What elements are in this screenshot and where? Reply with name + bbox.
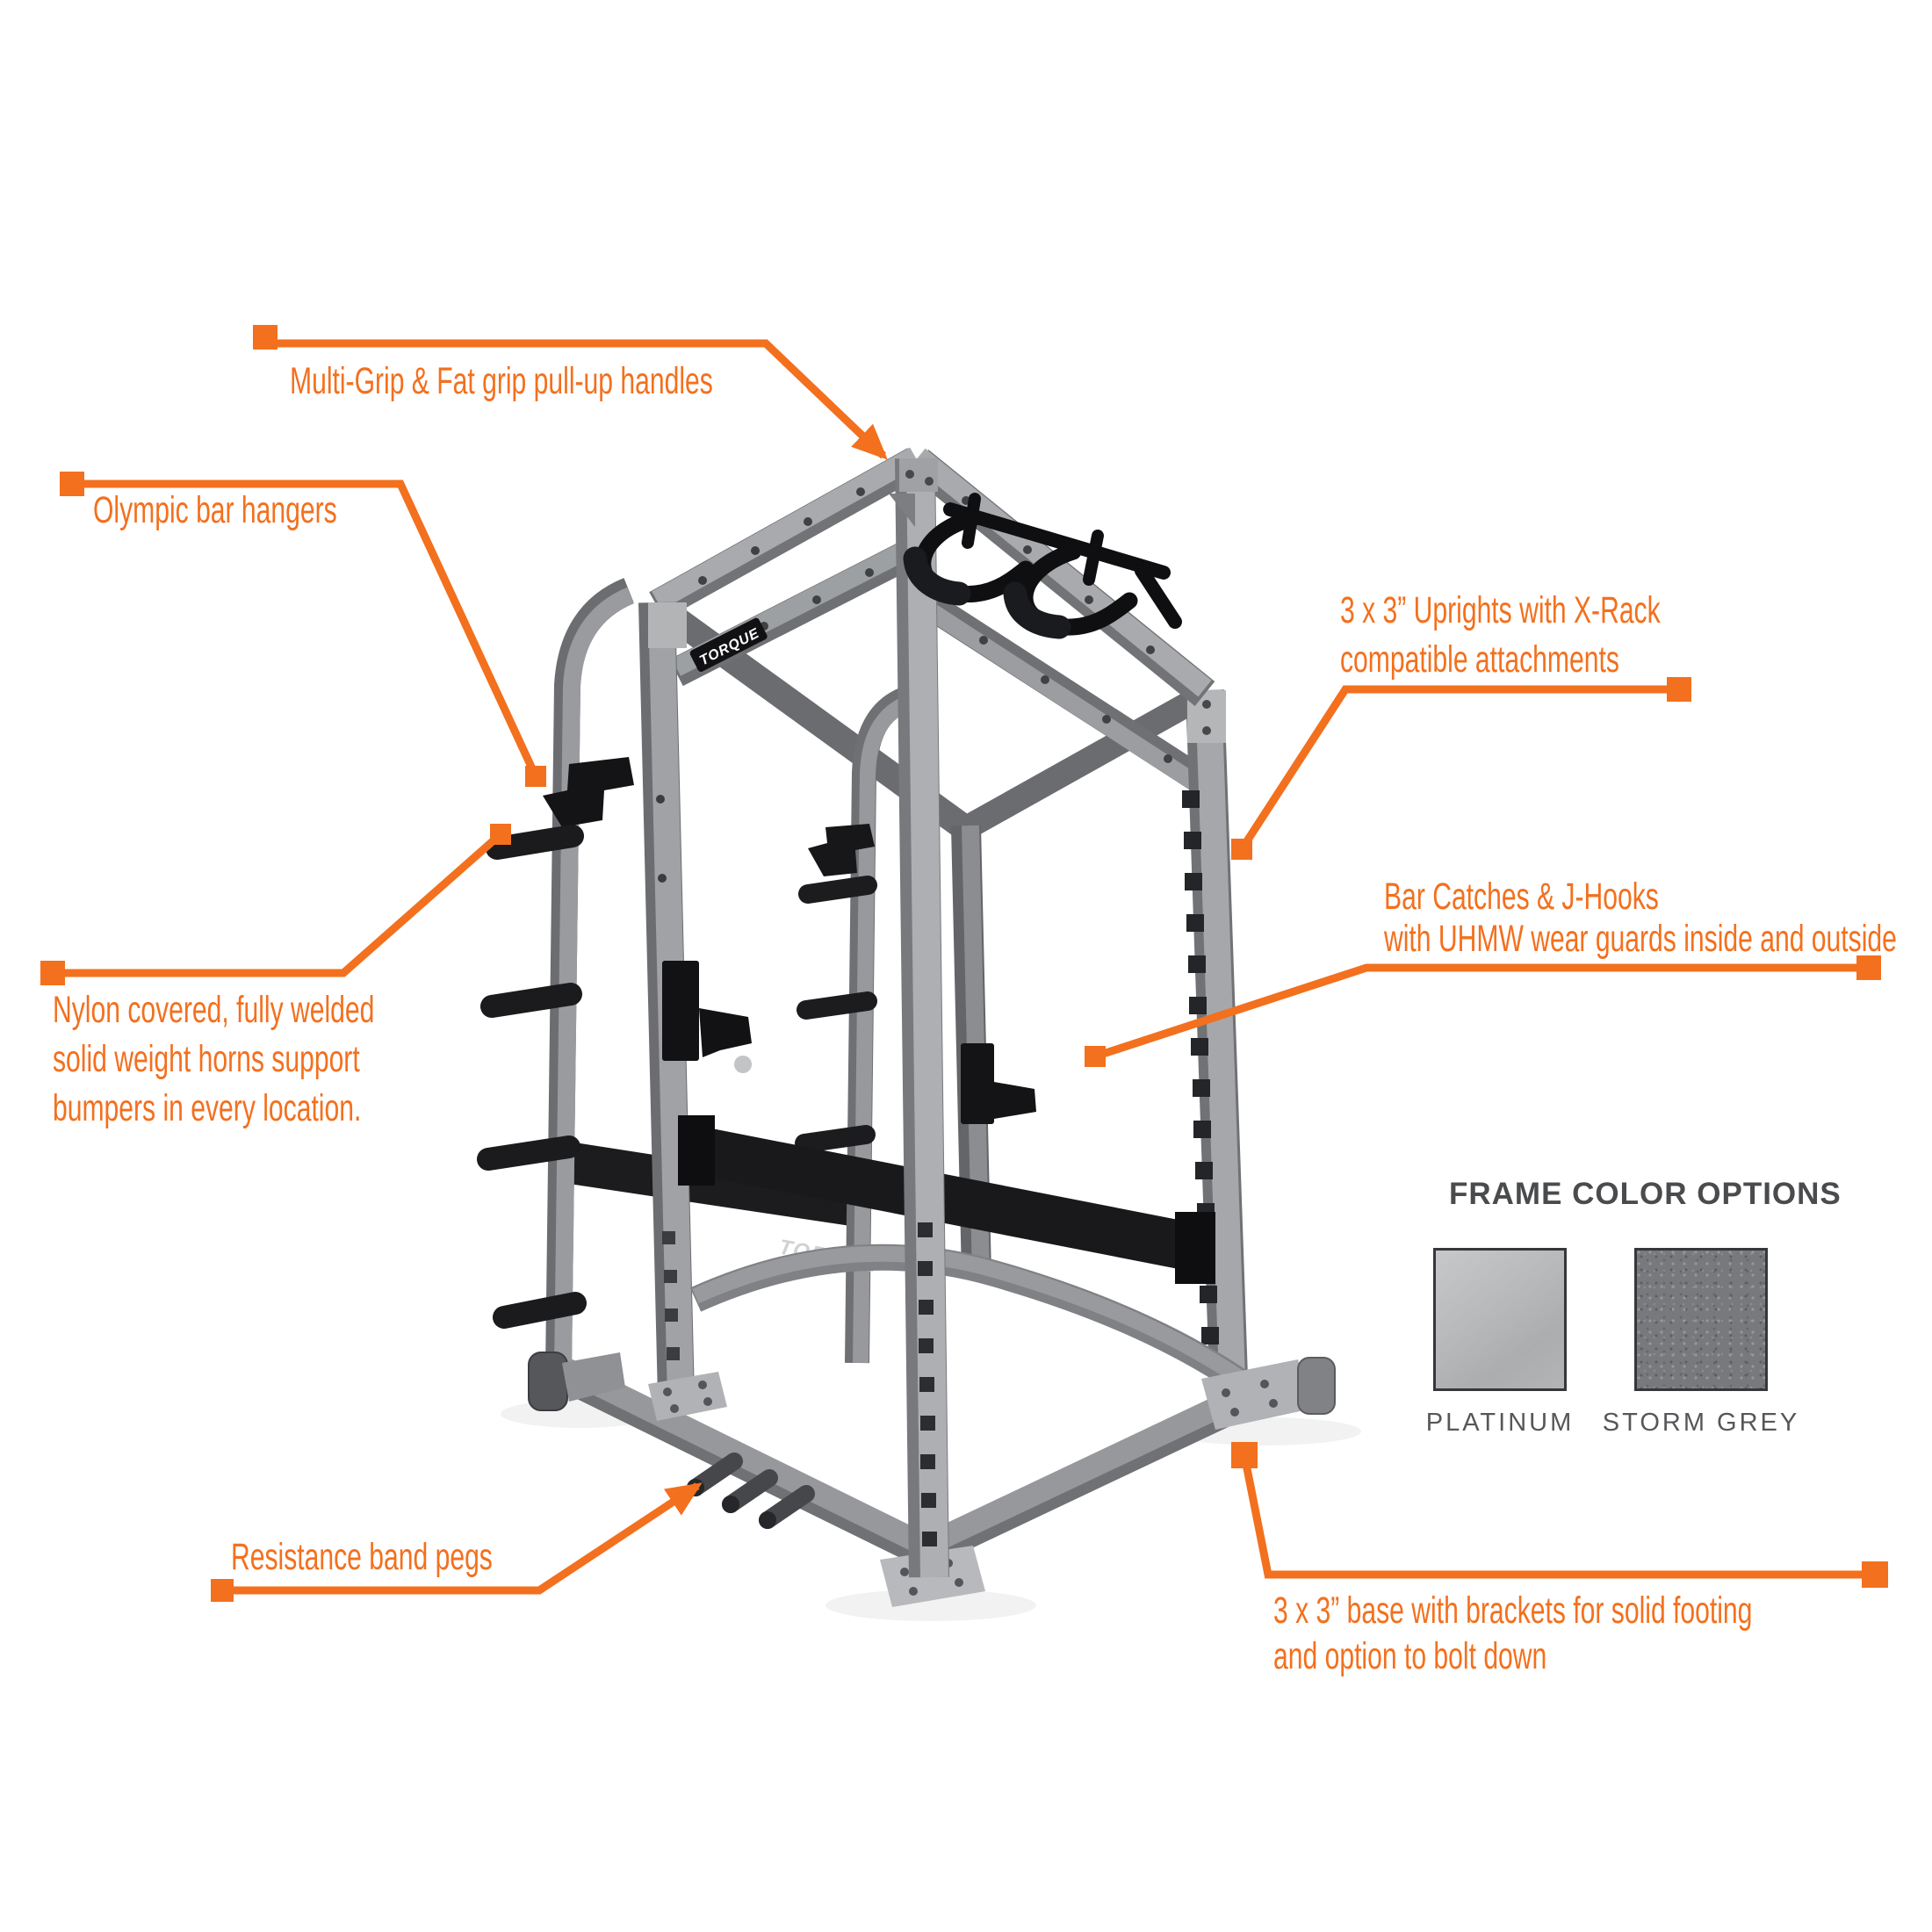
rack-frame: TORQUE (477, 447, 1361, 1621)
callout-end-marker (525, 766, 546, 787)
j-hook-front (662, 961, 752, 1073)
callout-line-text: solid weight horns support (53, 1038, 360, 1080)
foot-cap-left (528, 1352, 568, 1411)
olympic-bar-hanger-mid (808, 824, 875, 876)
callout-line-text: Resistance band pegs (231, 1536, 493, 1578)
foot-plate-left (648, 1372, 727, 1421)
callout-line-text: Nylon covered, fully welded (53, 989, 375, 1031)
callout-lines (40, 325, 1888, 1602)
storm-grey-swatch (1634, 1248, 1768, 1391)
upright-front-near (889, 458, 949, 1578)
callout-text-bar-catches: Bar Catches & J-Hooks with UHMW wear gua… (1384, 876, 1897, 960)
callout-line-text: compatible attachments (1340, 638, 1619, 681)
callout-text-olympic-bar-hangers: Olympic bar hangers (93, 486, 337, 535)
callout-line-text: Bar Catches & J-Hooks (1384, 876, 1659, 918)
callout-end-marker (1231, 839, 1252, 860)
callout-line-pullup (253, 325, 888, 460)
callout-end-marker (490, 824, 511, 845)
callout-end-marker (1085, 1046, 1106, 1067)
upright-storage-left (545, 578, 635, 1371)
base-assembly (528, 1244, 1336, 1607)
bar-catch-rear (569, 1142, 862, 1228)
callout-line-bandpegs (211, 1482, 703, 1602)
callout-line-text: with UHMW wear guards inside and outside (1384, 918, 1897, 960)
weight-horns-mid (795, 876, 877, 1153)
callout-line-text: Olympic bar hangers (93, 489, 337, 531)
roof-beams (649, 447, 1215, 706)
callout-line-text: Multi-Grip & Fat grip pull-up handles (290, 360, 713, 402)
j-hook-rear (961, 1043, 1036, 1124)
callout-end-marker (1862, 1561, 1888, 1588)
callout-line-catches (1085, 955, 1881, 1067)
callout-line-base (1231, 1442, 1888, 1588)
callout-text-base: 3 x 3” base with brackets for solid foot… (1273, 1588, 1752, 1679)
callout-text-uprights: 3 x 3” Uprights with X-Rack compatible a… (1340, 586, 1661, 684)
olympic-bar-hanger-left (543, 757, 634, 827)
frame-color-options-heading: FRAME COLOR OPTIONS (1449, 1177, 1842, 1211)
callout-line-uprights (1231, 677, 1691, 860)
weight-horns-left (477, 825, 587, 1329)
callout-line-text: 3 x 3” Uprights with X-Rack (1340, 589, 1661, 631)
foot-plate-right (1201, 1359, 1312, 1430)
platinum-swatch (1433, 1248, 1567, 1391)
callout-line-hangers (60, 472, 546, 787)
callout-line-horns (40, 824, 511, 985)
platinum-label: PLATINUM (1425, 1409, 1575, 1437)
callout-line-text: bumpers in every location. (53, 1087, 362, 1129)
callout-text-band-pegs: Resistance band pegs (231, 1532, 493, 1582)
callout-line-text: 3 x 3” base with brackets for solid foot… (1273, 1590, 1753, 1632)
storm-grey-label: STORM GREY (1602, 1409, 1800, 1437)
right-upper-beam (923, 594, 1227, 805)
pullup-handles (903, 493, 1182, 639)
callout-line-text: and option to bolt down (1273, 1635, 1547, 1677)
callout-text-pullup-handles: Multi-Grip & Fat grip pull-up handles (290, 357, 713, 406)
callout-text-weight-horns: Nylon covered, fully welded solid weight… (53, 985, 374, 1133)
